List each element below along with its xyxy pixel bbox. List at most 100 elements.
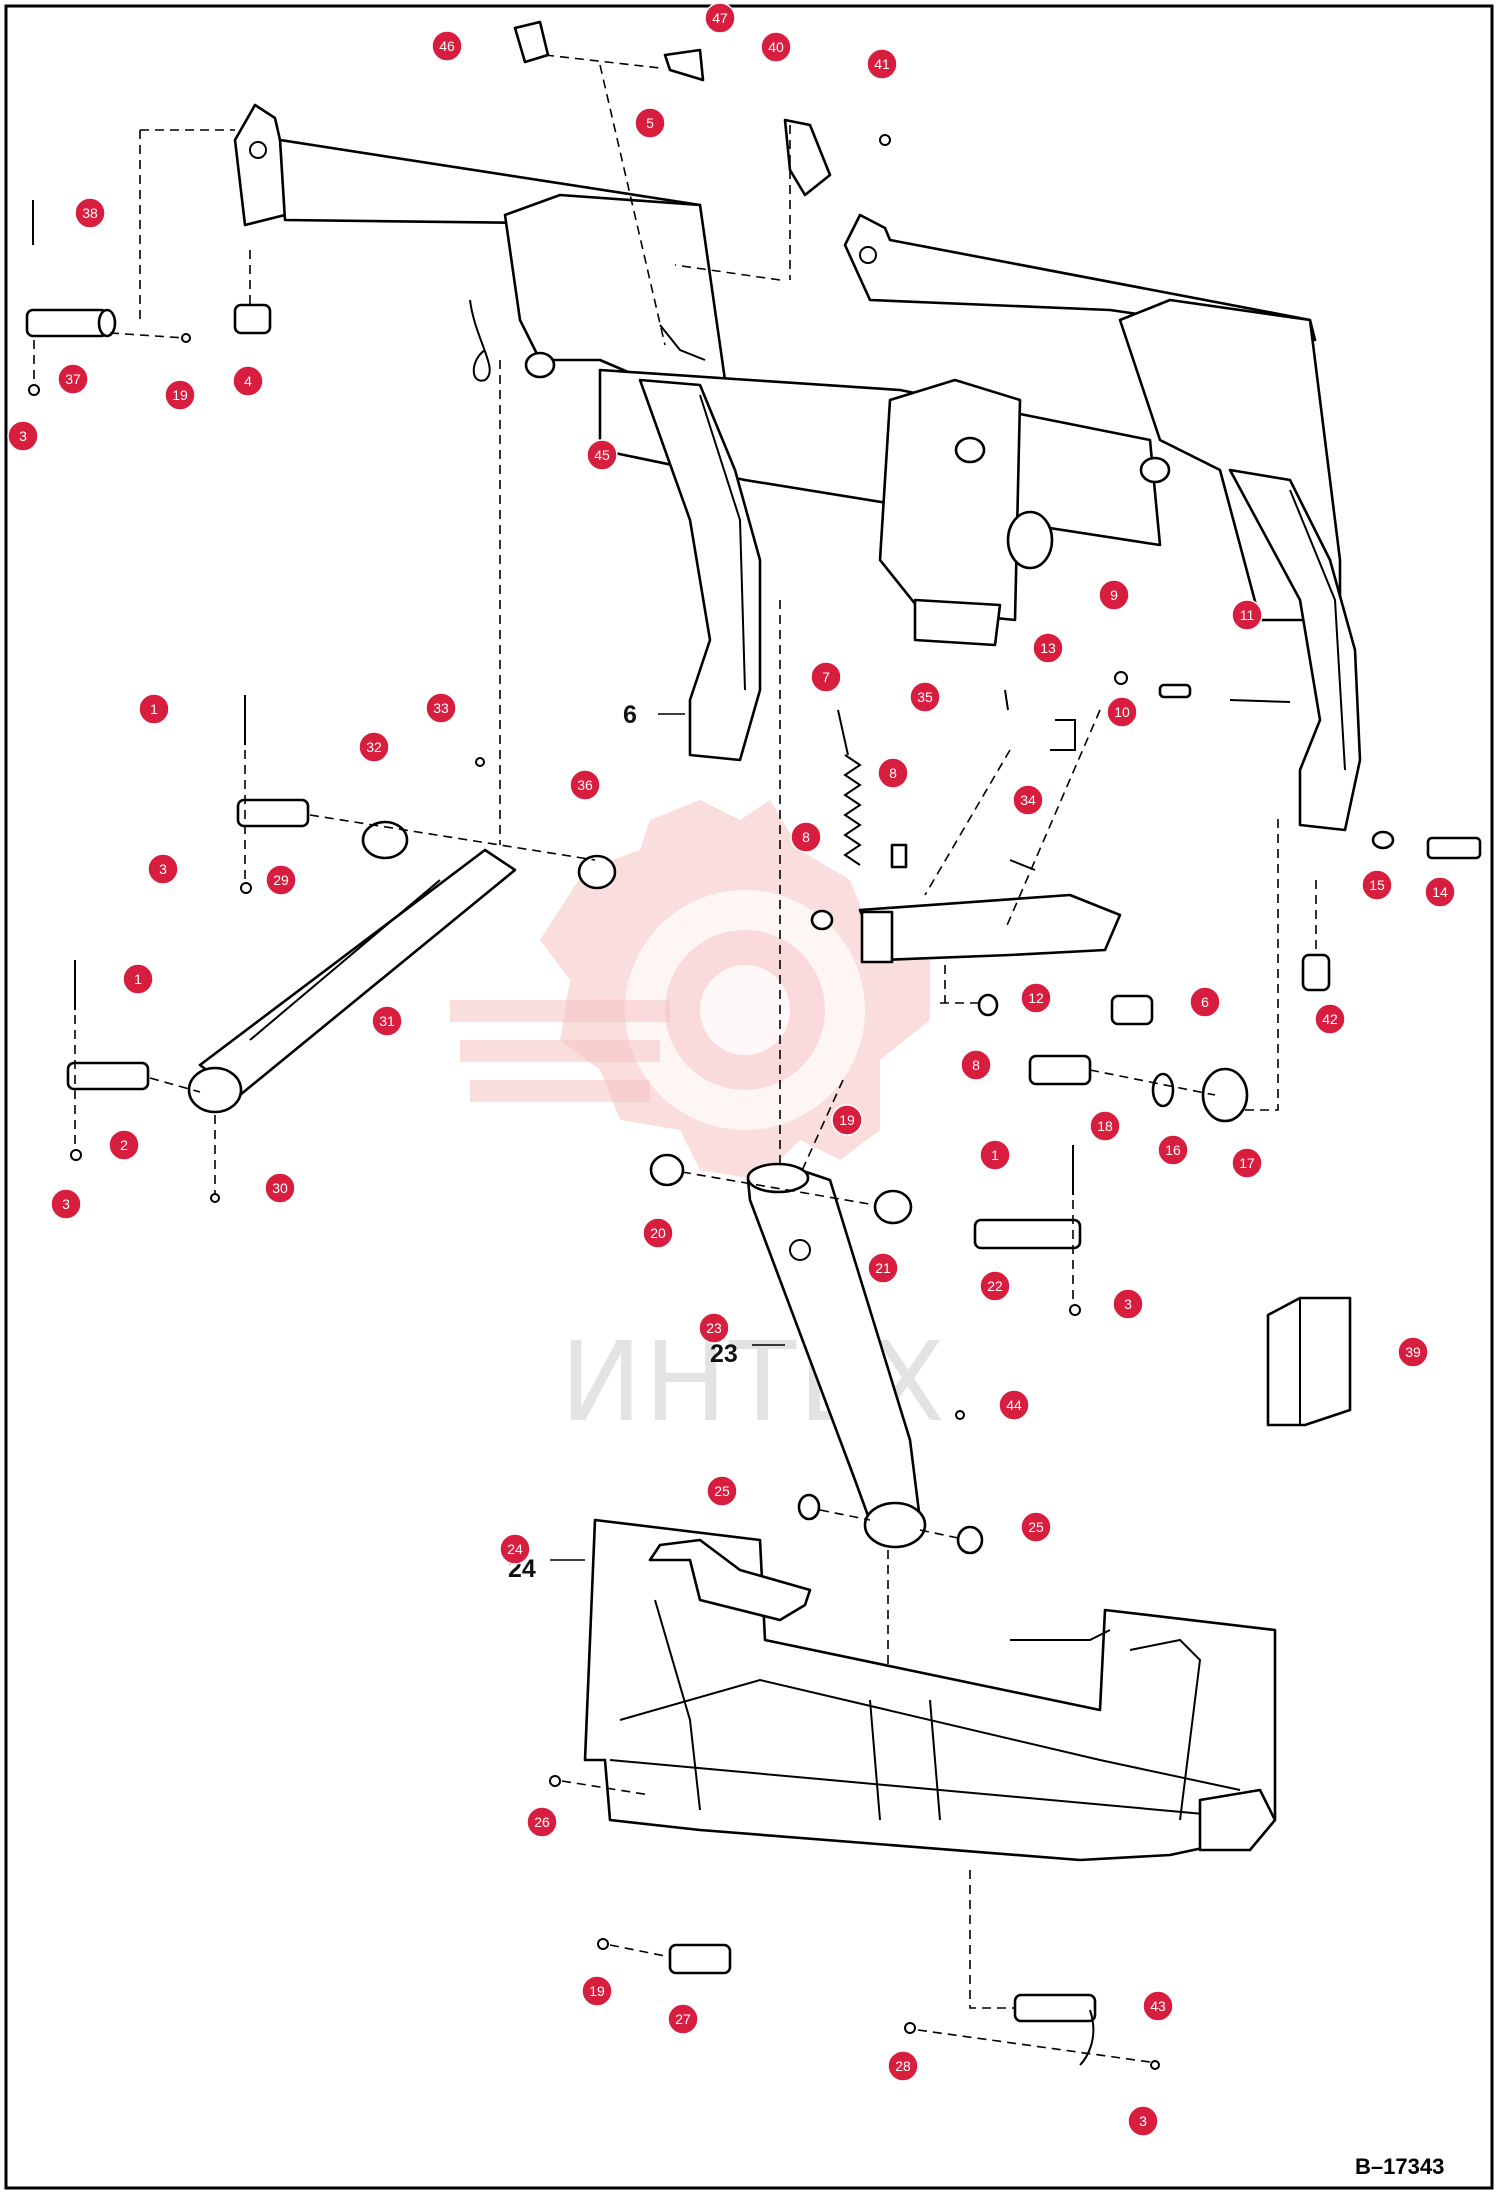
callout-number: 38 — [82, 205, 98, 221]
callout-number: 24 — [507, 1541, 523, 1557]
callout-circle — [1314, 1003, 1346, 1035]
callout-29: 29 — [265, 864, 297, 896]
callout-circle — [1089, 1110, 1121, 1142]
callout-13: 13 — [1032, 632, 1064, 664]
callout-number: 15 — [1369, 877, 1385, 893]
callout-18: 18 — [1089, 1110, 1121, 1142]
callout-20: 20 — [642, 1217, 674, 1249]
callout-number: 1 — [991, 1147, 999, 1163]
callout-31: 31 — [371, 1005, 403, 1037]
callout-1: 1 — [122, 963, 154, 995]
label-23: 23 — [710, 1340, 738, 1368]
callout-8: 8 — [790, 821, 822, 853]
callout-circle — [57, 363, 89, 395]
callout-25: 25 — [1020, 1511, 1052, 1543]
callout-number: 47 — [712, 10, 728, 26]
callout-number: 2 — [120, 1137, 128, 1153]
callout-45: 45 — [586, 439, 618, 471]
tilt-linkage — [810, 671, 1482, 1123]
callout-15: 15 — [1361, 869, 1393, 901]
callout-number: 26 — [534, 1814, 550, 1830]
callout-number: 6 — [1201, 994, 1209, 1010]
callout-1: 1 — [979, 1139, 1011, 1171]
callout-4: 4 — [232, 365, 264, 397]
callout-33: 33 — [425, 692, 457, 724]
callout-circle — [790, 821, 822, 853]
callout-30: 30 — [264, 1172, 296, 1204]
callout-circle — [50, 1188, 82, 1220]
callout-number: 5 — [646, 115, 654, 131]
callout-circle — [581, 1975, 613, 2007]
callout-number: 3 — [19, 428, 27, 444]
callout-number: 12 — [1028, 990, 1044, 1006]
callout-number: 3 — [1139, 2113, 1147, 2129]
callout-17: 17 — [1231, 1147, 1263, 1179]
callout-number: 28 — [895, 2058, 911, 2074]
callout-circle — [1231, 1147, 1263, 1179]
callout-19: 19 — [831, 1104, 863, 1136]
callout-2: 2 — [108, 1129, 140, 1161]
callout-circle — [1020, 982, 1052, 1014]
callout-circle — [1189, 986, 1221, 1018]
callout-number: 11 — [1240, 607, 1255, 623]
callout-27: 27 — [667, 2003, 699, 2035]
callout-number: 45 — [594, 447, 610, 463]
callout-35: 35 — [909, 681, 941, 713]
callout-3: 3 — [7, 420, 39, 452]
callout-19: 19 — [164, 379, 196, 411]
lift-cylinder — [66, 695, 617, 1203]
left-pins-top — [25, 129, 501, 845]
diagram-frame — [4, 4, 1494, 2190]
callout-circle — [1361, 869, 1393, 901]
callout-25: 25 — [706, 1475, 738, 1507]
callout-number: 37 — [65, 371, 81, 387]
callout-46: 46 — [431, 30, 463, 62]
callout-number: 20 — [650, 1225, 666, 1241]
callout-circle — [586, 439, 618, 471]
callout-38: 38 — [74, 197, 106, 229]
callout-34: 34 — [1012, 784, 1044, 816]
callout-26: 26 — [526, 1806, 558, 1838]
callout-number: 3 — [62, 1196, 70, 1212]
callout-7: 7 — [810, 661, 842, 693]
callout-circle — [425, 692, 457, 724]
callout-number: 36 — [577, 777, 593, 793]
callout-36: 36 — [569, 769, 601, 801]
callout-3: 3 — [147, 853, 179, 885]
callout-circle — [108, 1129, 140, 1161]
callout-number: 23 — [706, 1320, 722, 1336]
callout-47: 47 — [704, 2, 736, 34]
callout-number: 30 — [272, 1180, 288, 1196]
callout-1: 1 — [138, 693, 170, 725]
callout-number: 8 — [802, 829, 810, 845]
callout-37: 37 — [57, 363, 89, 395]
callout-circle — [1106, 696, 1138, 728]
callout-3: 3 — [1112, 1288, 1144, 1320]
bottom-pins — [597, 1296, 1352, 2070]
callout-19: 19 — [581, 1975, 613, 2007]
callout-circle — [164, 379, 196, 411]
callout-circle — [887, 2050, 919, 2082]
drawing-reference: B–17343 — [1355, 2154, 1444, 2179]
callout-circle — [499, 1533, 531, 1565]
callout-circle — [909, 681, 941, 713]
callout-circle — [371, 1005, 403, 1037]
callout-circle — [634, 107, 666, 139]
callout-number: 35 — [917, 689, 933, 705]
callout-9: 9 — [1098, 579, 1130, 611]
callout-32: 32 — [358, 731, 390, 763]
callout-circle — [706, 1475, 738, 1507]
callout-23: 23 — [698, 1312, 730, 1344]
label-6: 6 — [623, 701, 637, 729]
callout-circle — [147, 853, 179, 885]
callout-number: 9 — [1110, 587, 1118, 603]
callout-8: 8 — [960, 1049, 992, 1081]
plain-labels: 6 23 24 — [508, 701, 785, 1583]
callout-number: 19 — [172, 387, 188, 403]
callout-10: 10 — [1106, 696, 1138, 728]
callout-40: 40 — [760, 31, 792, 63]
callout-44: 44 — [998, 1389, 1030, 1421]
callout-43: 43 — [1142, 1990, 1174, 2022]
callout-circle — [358, 731, 390, 763]
